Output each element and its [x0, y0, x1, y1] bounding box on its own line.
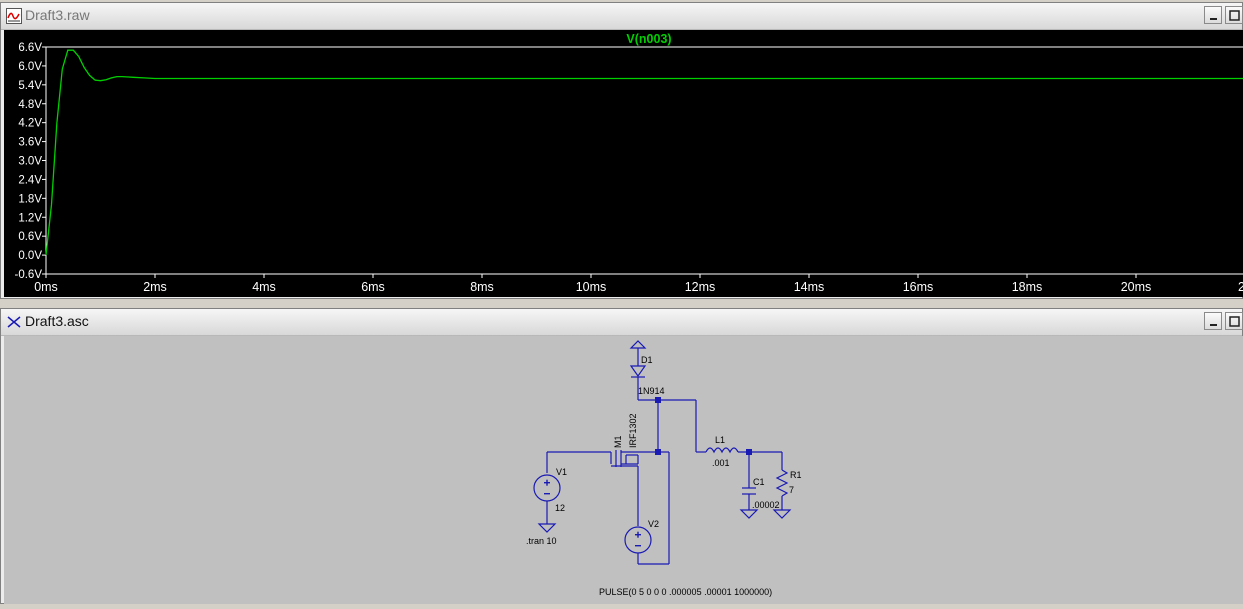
chart-title: V(n003) [626, 32, 671, 46]
v1-source-symbol [533, 474, 561, 502]
schematic-icon [7, 316, 21, 328]
schematic-window-title: Draft3.asc [25, 313, 89, 329]
c1-label: C1 [753, 477, 765, 487]
x-tick-label: 0ms [34, 280, 58, 294]
y-tick-label: 1.8V [18, 193, 42, 205]
m1-label: M1 [613, 435, 623, 448]
schematic-window-titlebar[interactable]: Draft3.asc [1, 309, 1243, 336]
schematic-window: Draft3.asc [0, 308, 1243, 604]
x-tick-label: 20ms [1121, 280, 1152, 294]
d1-value: 1N914 [638, 386, 665, 396]
plot-window-title: Draft3.raw [25, 7, 90, 23]
x-tick-label: 2ms [143, 280, 167, 294]
c1-ground-icon [739, 509, 759, 519]
maximize-icon [1229, 10, 1240, 21]
waveform-chart[interactable]: 6.6V 6.0V 5.4V 4.8V 4.2V 3.6V 3.0V 2.4V 1.8V 1.2V… [4, 30, 1243, 297]
d1-label: D1 [641, 355, 653, 365]
minimize-button[interactable] [1204, 6, 1222, 24]
minimize-button[interactable] [1204, 312, 1222, 330]
y-tick-label: 5.4V [18, 80, 42, 92]
resistor-r1-symbol [775, 469, 789, 497]
series-line-v-n003 [45, 49, 1243, 256]
v1-value: 12 [555, 503, 565, 513]
r1-value: 7 [789, 485, 794, 495]
maximize-icon [1229, 316, 1240, 327]
x-tick-label: 10ms [576, 280, 607, 294]
x-tick-label: 4ms [252, 280, 276, 294]
x-tick-label: 18ms [1012, 280, 1043, 294]
diode-d1-symbol [629, 365, 647, 378]
plot-window: Draft3.raw 6.6V 6.0V 5.4V 4.8V 4.2V 3.6V 3.0V 2… [0, 2, 1243, 299]
plot-window-titlebar[interactable]: Draft3.raw [1, 3, 1243, 30]
waveform-icon [6, 8, 22, 24]
maximize-button[interactable] [1225, 6, 1243, 24]
y-tick-label: 6.6V [18, 42, 42, 54]
v2-value: PULSE(0 5 0 0 0 .000005 .00001 1000000) [599, 587, 772, 597]
y-tick-label: 6.0V [18, 61, 42, 73]
v1-ground-icon [537, 523, 557, 533]
y-tick-label: 2.4V [18, 174, 42, 186]
y-tick-label: 4.8V [18, 99, 42, 111]
x-tick-label: 6ms [361, 280, 385, 294]
m1-value: IRF1302 [628, 413, 638, 448]
waveform-plot-area[interactable]: 6.6V 6.0V 5.4V 4.8V 4.2V 3.6V 3.0V 2.4V 1.8V 1.2V… [4, 30, 1243, 297]
v1-label: V1 [556, 467, 567, 477]
r1-label: R1 [790, 470, 802, 480]
y-tick-label: -0.6V [15, 269, 43, 281]
v2-source-symbol [624, 526, 652, 554]
x-tick-label: 14ms [794, 280, 825, 294]
minimize-icon [1210, 18, 1217, 20]
x-tick-label: 8ms [470, 280, 494, 294]
y-tick-label: 1.2V [18, 212, 42, 224]
schematic-canvas[interactable]: D1 1N914 M1 IRF1302 V1 12 .tran 10 V2 PU… [4, 336, 1243, 604]
x-tick-label: 12ms [685, 280, 716, 294]
y-tick-label: 4.2V [18, 118, 42, 130]
plot-frame [45, 46, 1243, 275]
c1-value: .00002 [752, 500, 780, 510]
y-tick-label: 0.0V [18, 250, 42, 262]
l1-value: .001 [712, 458, 730, 468]
d1-anode-arrow [629, 340, 647, 349]
x-tick-label: 16ms [903, 280, 934, 294]
l1-label: L1 [715, 435, 725, 445]
y-tick-label: 3.6V [18, 137, 42, 149]
r1-ground-icon [772, 509, 792, 519]
maximize-button[interactable] [1225, 312, 1243, 330]
inductor-l1-symbol [705, 447, 739, 454]
v2-label: V2 [648, 519, 659, 529]
schematic-drawing[interactable]: D1 1N914 M1 IRF1302 V1 12 .tran 10 V2 PU… [4, 336, 1243, 604]
y-tick-label: 0.6V [18, 231, 42, 243]
y-tick-label: 3.0V [18, 156, 42, 168]
tran-directive[interactable]: .tran 10 [526, 536, 557, 546]
minimize-icon [1210, 324, 1217, 326]
x-tick-label: 22 [1238, 280, 1243, 294]
